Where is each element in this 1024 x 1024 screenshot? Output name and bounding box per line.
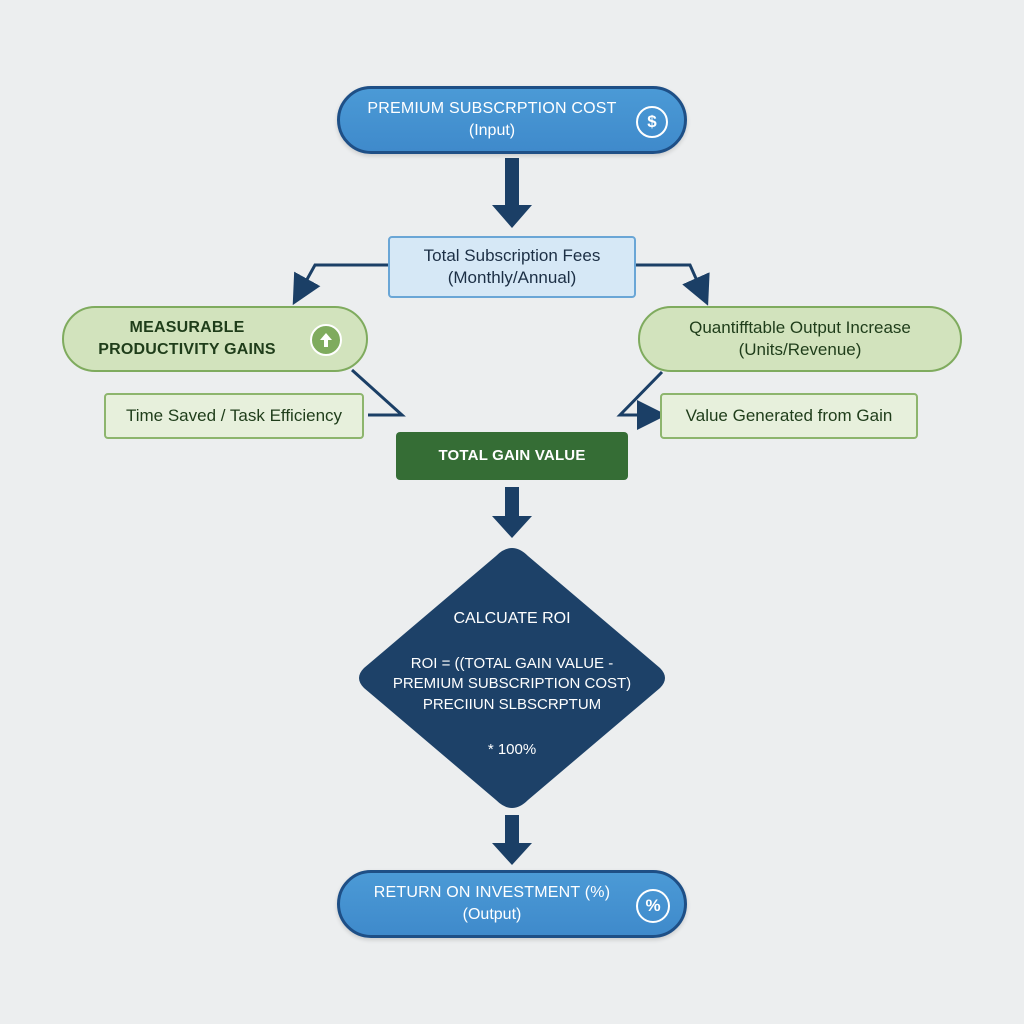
productivity-node-title: MEASURABLE [129, 319, 245, 336]
input-node-subtitle: (Input) [468, 122, 516, 139]
arrow-roi-to-output [492, 815, 532, 865]
roi-formula-line4: * 100% [487, 741, 537, 758]
percent-icon-glyph: % [645, 896, 661, 915]
fees-node-title: Total Subscription Fees [423, 246, 601, 265]
return-on-investment-node: RETURN ON INVESTMENT (%) (Output) % [337, 870, 687, 938]
time-saved-label: Time Saved / Task Efficiency [125, 406, 343, 425]
roi-calculation-diamond [359, 548, 665, 808]
roi-calc-title: CALCUATE ROI [453, 610, 571, 627]
roi-formula-line2: PREMIUM SUBSCRIPTION COST) [392, 675, 632, 692]
value-generated-label: Value Generated from Gain [685, 406, 893, 425]
productivity-gains-node: MEASURABLE PRODUCTIVITY GAINS [62, 306, 368, 372]
roi-formula-line1: ROI = ((TOTAL GAIN VALUE - [410, 655, 614, 672]
subscription-fees-node: Total Subscription Fees (Monthly/Annual) [388, 236, 636, 298]
output-increase-node: Quantifftable Output Increase (Units/Rev… [638, 306, 962, 372]
output-increase-subtitle: (Units/Revenue) [738, 340, 862, 359]
output-node-subtitle: (Output) [462, 906, 522, 923]
arrow-input-to-fees [492, 158, 532, 228]
premium-subscription-cost-node: PREMIUM SUBSCRPTION COST (Input) $ [337, 86, 687, 154]
total-gain-label: TOTAL GAIN VALUE [438, 447, 586, 464]
arrow-fees-to-productivity [292, 263, 388, 306]
productivity-node-subtitle: PRODUCTIVITY GAINS [98, 341, 276, 358]
input-node-title: PREMIUM SUBSCRPTION COST [367, 100, 617, 117]
arrow-up-glyph [320, 333, 332, 347]
total-gain-value-node: TOTAL GAIN VALUE [396, 432, 628, 480]
percent-icon: % [636, 889, 670, 923]
arrow-productivity-to-total-gain [350, 368, 406, 417]
arrow-output-to-value-generated [616, 370, 667, 430]
time-saved-node: Time Saved / Task Efficiency [104, 393, 364, 439]
roi-formula-line3: PRECIIUN SLBSCRPTUM [422, 696, 602, 713]
fees-node-subtitle: (Monthly/Annual) [447, 268, 577, 287]
dollar-icon: $ [636, 106, 668, 138]
arrow-fees-to-output-increase [636, 263, 710, 306]
dollar-icon-glyph: $ [647, 112, 657, 131]
arrow-total-gain-to-roi [492, 487, 532, 538]
arrow-up-icon [310, 324, 342, 356]
value-generated-node: Value Generated from Gain [660, 393, 918, 439]
output-node-title: RETURN ON INVESTMENT (%) [373, 884, 611, 901]
output-increase-title: Quantifftable Output Increase [689, 318, 911, 337]
